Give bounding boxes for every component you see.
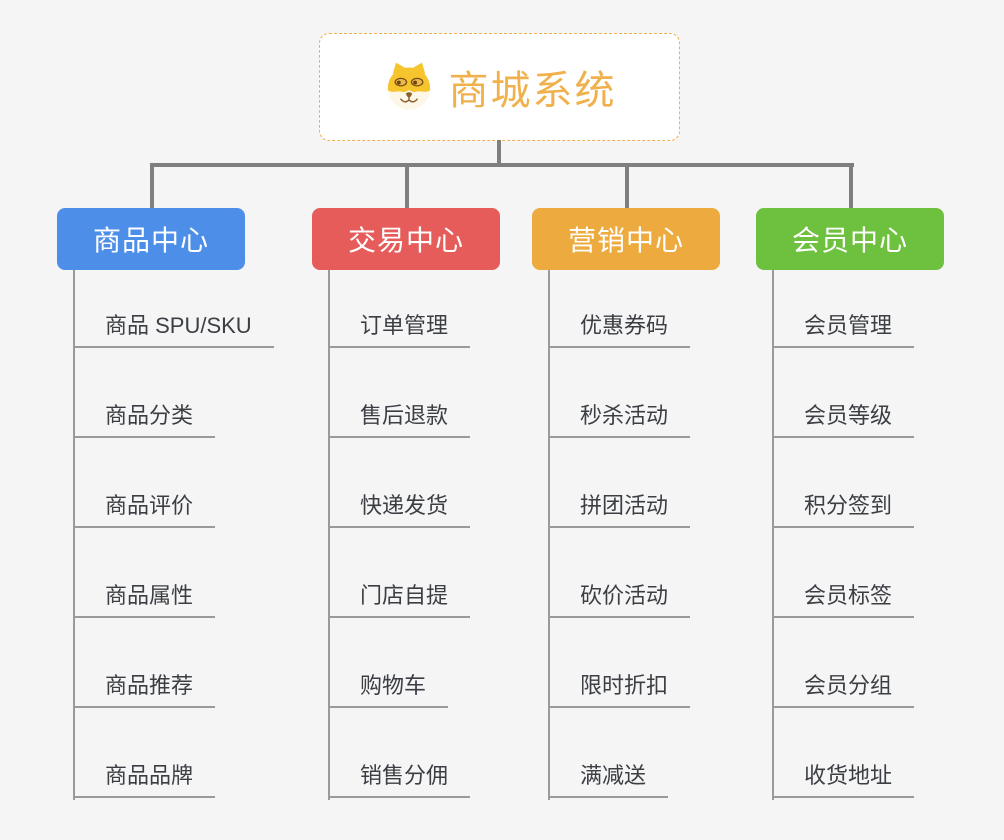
leaf-node[interactable]: 门店自提 — [328, 576, 471, 618]
connector-drop-trade — [405, 163, 409, 210]
branch-node-product-center[interactable]: 商品中心 — [57, 208, 245, 270]
leaf-node[interactable]: 会员等级 — [772, 396, 915, 438]
connector-rail — [150, 163, 854, 167]
leaf-node[interactable]: 收货地址 — [772, 756, 915, 798]
branch-node-member-center[interactable]: 会员中心 — [756, 208, 944, 270]
leaf-node[interactable]: 满减送 — [548, 756, 669, 798]
connector-drop-products — [150, 163, 154, 210]
leaf-node[interactable]: 商品分类 — [73, 396, 216, 438]
leaf-node[interactable]: 购物车 — [328, 666, 449, 708]
leaf-node[interactable]: 积分签到 — [772, 486, 915, 528]
leaf-node[interactable]: 销售分佣 — [328, 756, 471, 798]
leaf-node[interactable]: 订单管理 — [328, 306, 471, 348]
leaf-node[interactable]: 售后退款 — [328, 396, 471, 438]
leaf-node[interactable]: 快递发货 — [328, 486, 471, 528]
leaf-node[interactable]: 商品品牌 — [73, 756, 216, 798]
leaf-node[interactable]: 会员标签 — [772, 576, 915, 618]
leaf-node[interactable]: 商品 SPU/SKU — [73, 306, 274, 348]
trunk-line-member — [772, 270, 774, 800]
leaf-node[interactable]: 秒杀活动 — [548, 396, 691, 438]
root-node-mall-system[interactable]: 商城系统 — [319, 33, 680, 141]
connector-drop-members — [849, 163, 853, 210]
leaf-node[interactable]: 优惠券码 — [548, 306, 691, 348]
leaf-node[interactable]: 砍价活动 — [548, 576, 691, 618]
trunk-line-trade — [328, 270, 330, 800]
connector-root-drop — [497, 140, 501, 165]
leaf-node[interactable]: 商品属性 — [73, 576, 216, 618]
leaf-node[interactable]: 商品推荐 — [73, 666, 216, 708]
leaf-node[interactable]: 限时折扣 — [548, 666, 691, 708]
connector-drop-marketing — [625, 163, 629, 210]
doge-icon — [383, 61, 435, 113]
trunk-line-marketing — [548, 270, 550, 800]
leaf-node[interactable]: 会员分组 — [772, 666, 915, 708]
branch-node-trade-center[interactable]: 交易中心 — [312, 208, 500, 270]
leaf-node[interactable]: 拼团活动 — [548, 486, 691, 528]
leaf-node[interactable]: 会员管理 — [772, 306, 915, 348]
trunk-line-product — [73, 270, 75, 800]
leaf-node[interactable]: 商品评价 — [73, 486, 216, 528]
root-title: 商城系统 — [448, 69, 617, 113]
branch-node-marketing-center[interactable]: 营销中心 — [532, 208, 720, 270]
